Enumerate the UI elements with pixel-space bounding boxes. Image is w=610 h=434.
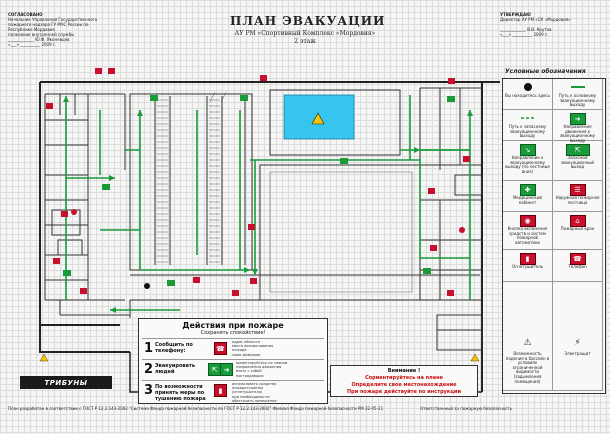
legend-fire-hydrant: ⌂ Пожарный кран [553,212,603,250]
exit-direction-icon: ➜ [569,113,586,125]
fire-actions-title: Действия при пожаре [182,321,284,330]
extinguisher-icon: ▮ [214,384,227,397]
extinguisher-icon: ▮ [519,253,536,265]
footer-left: План разработан в соответствии с ГОСТ Р … [8,406,384,411]
legend-phone: ☎ Телефон [553,250,603,282]
legend-title: Условные обозначения [505,68,586,75]
legend-electric-panel: ⚡ Электрощит [553,282,603,391]
fire-button-icon: ◉ [519,215,536,227]
electric-panel-icon: ⚡ [574,338,581,348]
stairs-down-icon: ↘ [519,144,536,156]
spare-exit-icon: ⇱ [565,144,590,156]
legend-pool-warning: ⚠ Возможность падения в бассейн в услови… [503,282,553,391]
legend-fire-button: ◉ Кнопка включения средств и систем пожа… [503,212,553,250]
pool-warning-icon: ⚠ [523,338,532,348]
approval-block-left: СОГЛАСОВАНО Начальник Управления Государ… [8,12,98,47]
exit-arrow-icon: ➜ [220,363,233,376]
fire-actions-subtitle: Сохранять спокойствие! [200,330,266,336]
fire-step-3: 3 По возможности принять меры по тушению… [142,380,324,403]
attention-box: Внимание ! Сориентируйтесь на плане Опре… [330,365,478,397]
page-subtitle: АУ РМ «Спортивный Комплекс «Мордовия» [234,30,376,37]
legend-fire-ladder: ☰ Наружная пожарная лестница [553,181,603,212]
page-title: ПЛАН ЭВАКУАЦИИ [230,14,386,28]
legend-spare-route: Путь к запасному эвакуационному выходу [503,110,553,141]
pool-warning-icon [311,112,325,125]
main-route-arrow-icon [570,82,585,92]
legend: Вы находитесь здесь Путь к основному эва… [502,78,606,394]
legend-main-route: Путь к основному эвакуационному выходу [553,79,603,110]
spare-route-arrow-icon [520,113,535,123]
approval-block-right: УТВЕРЖДАЮ Директор АУ РМ «СК «Мордовия» … [500,12,571,37]
legend-extinguisher: ▮ Огнетушитель [503,250,553,282]
legend-spare-exit: ⇱ Запасной эвакуационный выход [553,141,603,181]
floor-label: 2 этаж [294,38,316,45]
footer-right: Ответственный за пожарную безопасность [420,406,513,411]
you-are-here-icon [521,82,535,92]
legend-exit-direction: ➜ Направление движения к эвакуационному … [553,110,603,143]
tribuny-label: ТРИБУНЫ [20,376,112,389]
fire-actions-panel: Действия при пожаре Сохранять спокойстви… [138,318,328,404]
legend-you-are-here: Вы находитесь здесь [503,79,553,110]
phone-icon: ☎ [214,342,227,355]
fire-step-2: 2 Эвакуировать людей ⇱ ➜ ориентируйтесь … [142,359,324,380]
medical-icon: ✚ [519,184,536,196]
legend-stairs-down: ↘ Направление к эвакуационному выходу (п… [503,141,553,181]
legend-medical: ✚ Медицинский кабинет [503,181,553,212]
fire-hydrant-icon: ⌂ [569,215,586,227]
phone-icon: ☎ [569,253,586,265]
fire-ladder-icon: ☰ [569,184,586,196]
fire-step-1: 1 Сообщить по телефону: ☎ адрес объекта … [142,338,324,359]
